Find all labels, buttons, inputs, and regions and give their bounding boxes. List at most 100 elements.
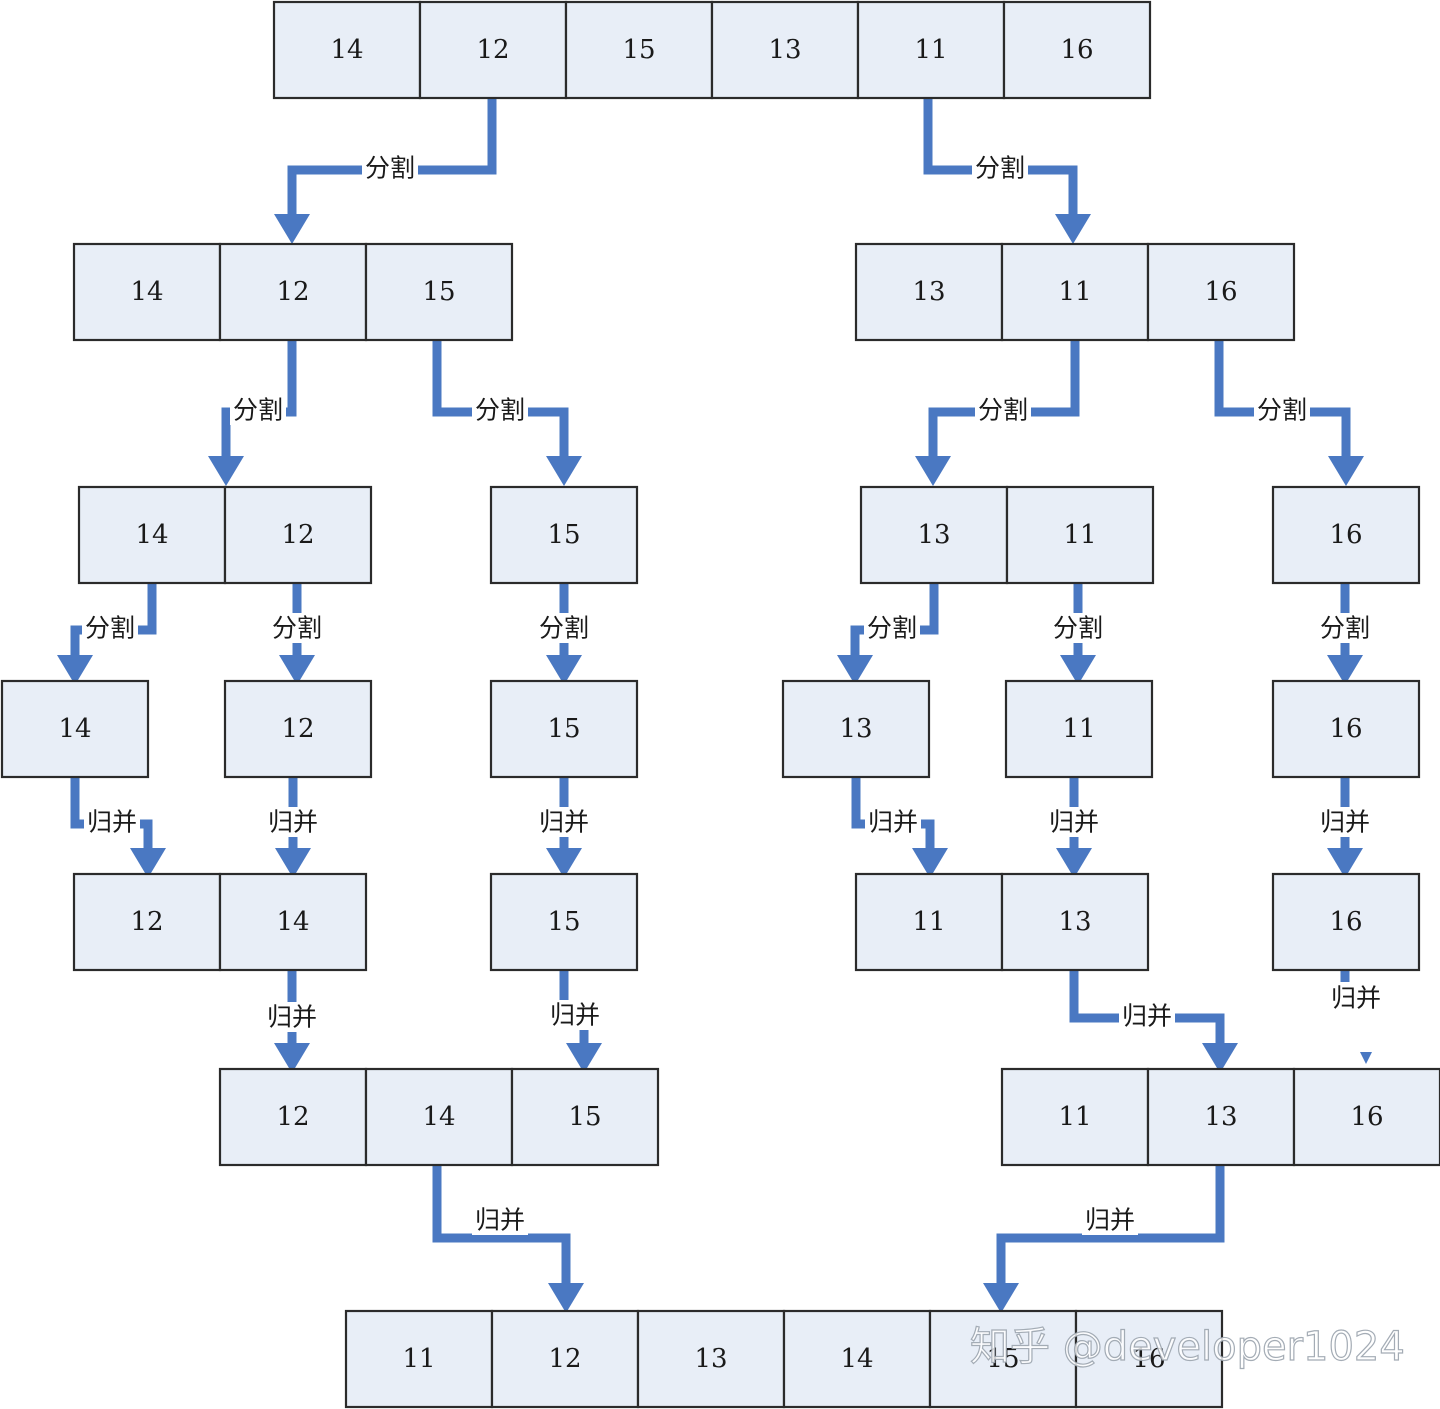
array-cell-value: 16: [1329, 714, 1362, 744]
split-label: 分割: [972, 153, 1028, 183]
arrowhead-icon: [1327, 655, 1363, 685]
merge-label: 归并: [84, 807, 140, 837]
array-cell-value: 14: [135, 520, 168, 550]
label-background: [264, 1002, 320, 1032]
array-cell: [781, 679, 931, 779]
label-background: [82, 613, 138, 643]
merge-label-text: 归并: [87, 808, 137, 837]
array-cell-value: 11: [1063, 520, 1096, 550]
label-background: [472, 395, 528, 425]
array-cell: [1005, 485, 1155, 585]
array-cell: [489, 679, 639, 779]
merge-label-text: 归并: [268, 808, 318, 837]
array-cell: [1000, 1067, 1150, 1167]
array-cell: [0, 679, 150, 779]
flow-arrow: [983, 1165, 1225, 1313]
arrowhead-icon: [915, 456, 951, 486]
array-cell-value: 13: [1204, 1102, 1237, 1132]
array-cell: [1004, 679, 1154, 779]
split-label: 分割: [864, 613, 920, 643]
array-group: 15: [489, 485, 639, 585]
split-label: 分割: [472, 395, 528, 425]
arrowhead-icon: [548, 1283, 584, 1313]
array-group: 14: [0, 679, 150, 779]
array-cell-value: 15: [622, 35, 655, 65]
split-label-text: 分割: [1053, 614, 1103, 643]
merge-label: 归并: [865, 807, 921, 837]
split-label-text: 分割: [272, 614, 322, 643]
array-cell-value: 14: [130, 277, 163, 307]
label-background: [1050, 613, 1106, 643]
array-cell: [364, 1067, 514, 1167]
split-label-text: 分割: [233, 396, 283, 425]
label-background: [472, 1205, 528, 1235]
merge-label: 归并: [1082, 1205, 1138, 1235]
arrow-shaft: [432, 1165, 571, 1283]
arrowhead-icon: [566, 1043, 602, 1073]
array-cell: [710, 0, 860, 100]
split-label: 分割: [82, 613, 138, 643]
array-group: 11: [1004, 679, 1154, 779]
array-cell: [218, 872, 368, 972]
split-label-text: 分割: [1257, 396, 1307, 425]
label-background: [1254, 395, 1310, 425]
array-cell-value: 13: [694, 1344, 727, 1374]
arrowhead-icon: [275, 848, 311, 878]
label-background: [536, 807, 592, 837]
array-cell-value: 16: [1350, 1102, 1383, 1132]
split-label: 分割: [1050, 613, 1106, 643]
merge-label: 归并: [1046, 807, 1102, 837]
array-cell: [218, 1067, 368, 1167]
split-label: 分割: [1317, 613, 1373, 643]
split-label-text: 分割: [1320, 614, 1370, 643]
arrow-shaft: [996, 1165, 1225, 1283]
merge-label-text: 归并: [267, 1003, 317, 1032]
array-cell: [928, 1309, 1078, 1409]
array-cell-value: 14: [422, 1102, 455, 1132]
arrowhead-icon: [546, 456, 582, 486]
array-cell-value: 14: [276, 907, 309, 937]
merge-label: 归并: [547, 1000, 603, 1030]
label-background: [269, 613, 325, 643]
arrowhead-icon: [1060, 655, 1096, 685]
split-label: 分割: [536, 613, 592, 643]
arrow-labels-layer: 分割分割分割分割分割分割分割分割分割分割分割分割归并归并归并归并归并归并归并归并…: [82, 153, 1384, 1235]
array-cell-value: 11: [402, 1344, 435, 1374]
label-background: [362, 153, 418, 183]
array-cell-value: 11: [912, 907, 945, 937]
array-group: 13: [781, 679, 931, 779]
array-group: 15: [489, 872, 639, 972]
arrowhead-icon: [546, 848, 582, 878]
split-label-text: 分割: [85, 614, 135, 643]
array-cell: [1000, 872, 1150, 972]
array-cell: [1000, 242, 1150, 342]
watermark-text: 知乎 @developer1024: [970, 1324, 1405, 1370]
array-cell: [564, 0, 714, 100]
arrowhead-icon: [274, 214, 310, 244]
array-cell-value: 13: [768, 35, 801, 65]
merge-label: 归并: [536, 807, 592, 837]
array-cell-value: 14: [330, 35, 363, 65]
array-cell: [1074, 1309, 1224, 1409]
array-cell: [489, 872, 639, 972]
array-cell-value: 13: [912, 277, 945, 307]
array-cell-value: 12: [281, 520, 314, 550]
array-cell: [1271, 872, 1421, 972]
arrowhead-icon: [1327, 848, 1363, 878]
array-cell-value: 14: [58, 714, 91, 744]
array-cell: [854, 872, 1004, 972]
split-label-text: 分割: [539, 614, 589, 643]
array-cell: [782, 1309, 932, 1409]
array-cell-value: 13: [1058, 907, 1091, 937]
arrowhead-icon: [1328, 456, 1364, 486]
label-background: [1317, 613, 1373, 643]
arrowhead-icon: [1202, 1043, 1238, 1073]
array-cell: [223, 679, 373, 779]
arrowhead-icon: [57, 655, 93, 685]
arrowhead-icon: [1056, 848, 1092, 878]
split-label-text: 分割: [867, 614, 917, 643]
split-label-text: 分割: [475, 396, 525, 425]
